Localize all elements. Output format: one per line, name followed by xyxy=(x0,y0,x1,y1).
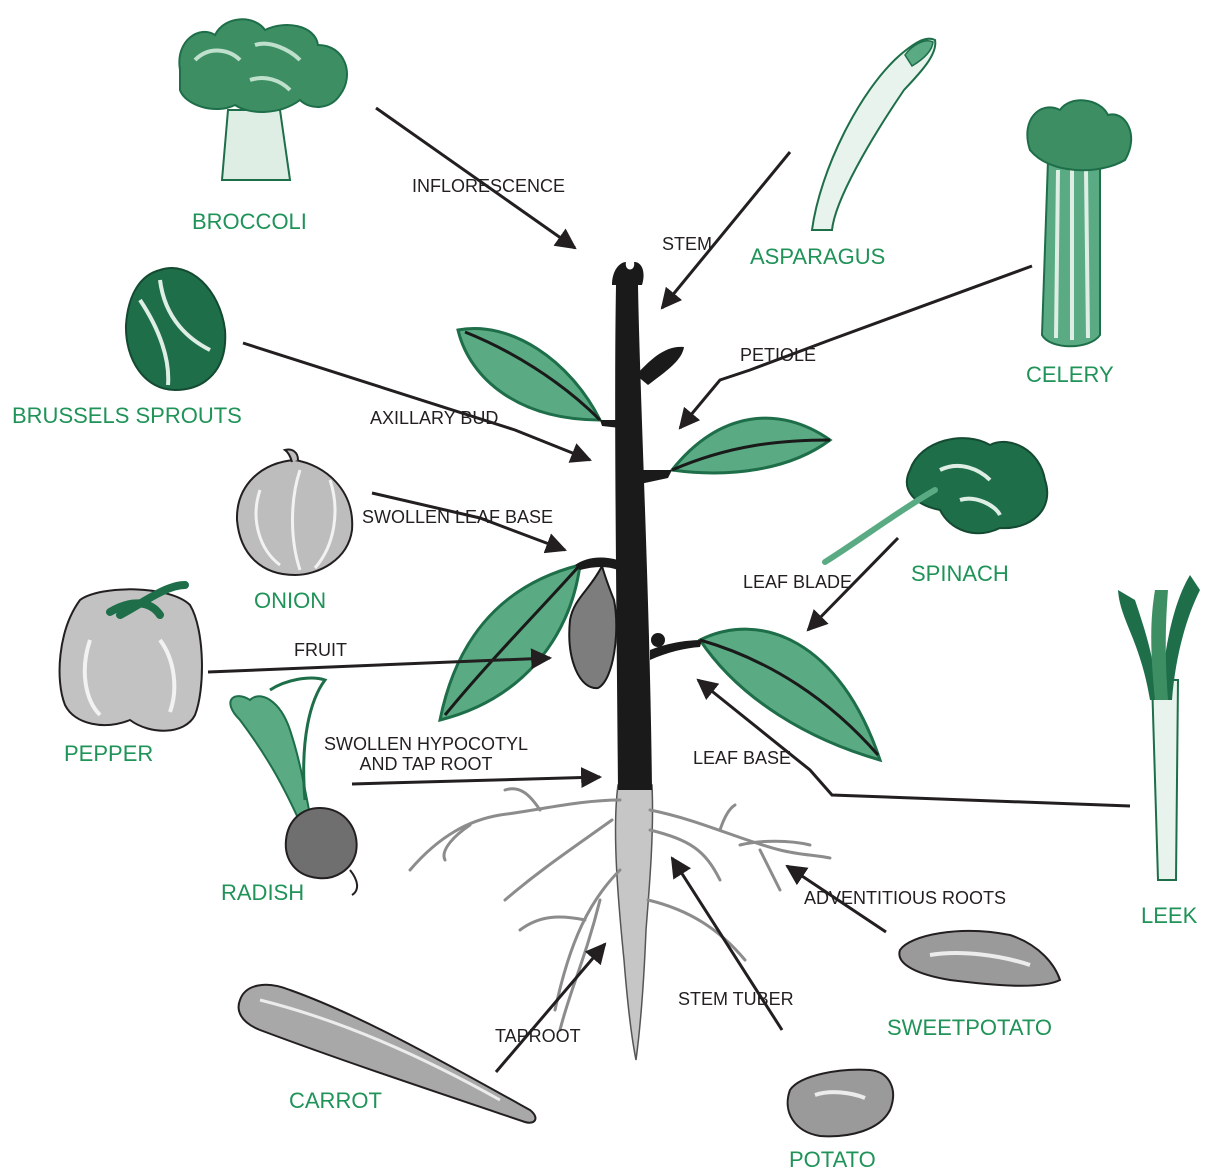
label-swollen-hypocotyl: SWOLLEN HYPOCOTYL AND TAP ROOT xyxy=(324,735,528,775)
label-swollen-hypocotyl-line1: SWOLLEN HYPOCOTYL xyxy=(324,735,528,755)
spinach-illustration xyxy=(825,438,1047,562)
leader-petiole xyxy=(680,266,1032,428)
carrot-illustration xyxy=(239,985,536,1123)
label-carrot: CARROT xyxy=(289,1090,382,1112)
stem xyxy=(575,262,702,790)
pepper-illustration xyxy=(60,585,202,731)
label-leaf-base: LEAF BASE xyxy=(693,749,791,767)
label-swollen-leaf-base: SWOLLEN LEAF BASE xyxy=(362,508,553,526)
label-stem: STEM xyxy=(662,235,712,253)
label-broccoli: BROCCOLI xyxy=(192,211,307,233)
label-asparagus: ASPARAGUS xyxy=(750,246,885,268)
label-axillary-bud: AXILLARY BUD xyxy=(370,409,498,427)
potato-illustration xyxy=(788,1070,893,1137)
onion-illustration xyxy=(237,449,352,575)
leader-hypocotyl xyxy=(352,777,600,784)
brussels-sprouts-illustration xyxy=(126,268,225,390)
label-celery: CELERY xyxy=(1026,364,1114,386)
radish-illustration xyxy=(230,678,357,895)
label-sweetpotato: SWEETPOTATO xyxy=(887,1017,1052,1039)
leader-taproot xyxy=(496,944,605,1072)
leader-stem xyxy=(662,152,790,308)
root-system xyxy=(410,785,830,1060)
label-taproot: TAPROOT xyxy=(495,1027,581,1045)
label-brussels-sprouts: BRUSSELS SPROUTS xyxy=(12,405,242,427)
leek-illustration xyxy=(1118,575,1200,880)
label-radish: RADISH xyxy=(221,882,304,904)
label-fruit: FRUIT xyxy=(294,641,347,659)
label-potato: POTATO xyxy=(789,1149,876,1171)
label-leek: LEEK xyxy=(1141,905,1197,927)
label-spinach: SPINACH xyxy=(911,563,1009,585)
broccoli-illustration xyxy=(179,19,347,180)
label-leaf-blade: LEAF BLADE xyxy=(743,573,852,591)
label-petiole: PETIOLE xyxy=(740,346,816,364)
asparagus-illustration xyxy=(812,39,935,230)
label-stem-tuber: STEM TUBER xyxy=(678,990,794,1008)
celery-illustration xyxy=(1027,100,1131,346)
sweetpotato-illustration xyxy=(899,931,1060,986)
label-pepper: PEPPER xyxy=(64,743,153,765)
label-inflorescence: INFLORESCENCE xyxy=(412,177,565,195)
label-onion: ONION xyxy=(254,590,326,612)
label-swollen-hypocotyl-line2: AND TAP ROOT xyxy=(324,755,528,775)
label-adventitious-roots: ADVENTITIOUS ROOTS xyxy=(804,889,1006,907)
leaves xyxy=(440,328,880,760)
